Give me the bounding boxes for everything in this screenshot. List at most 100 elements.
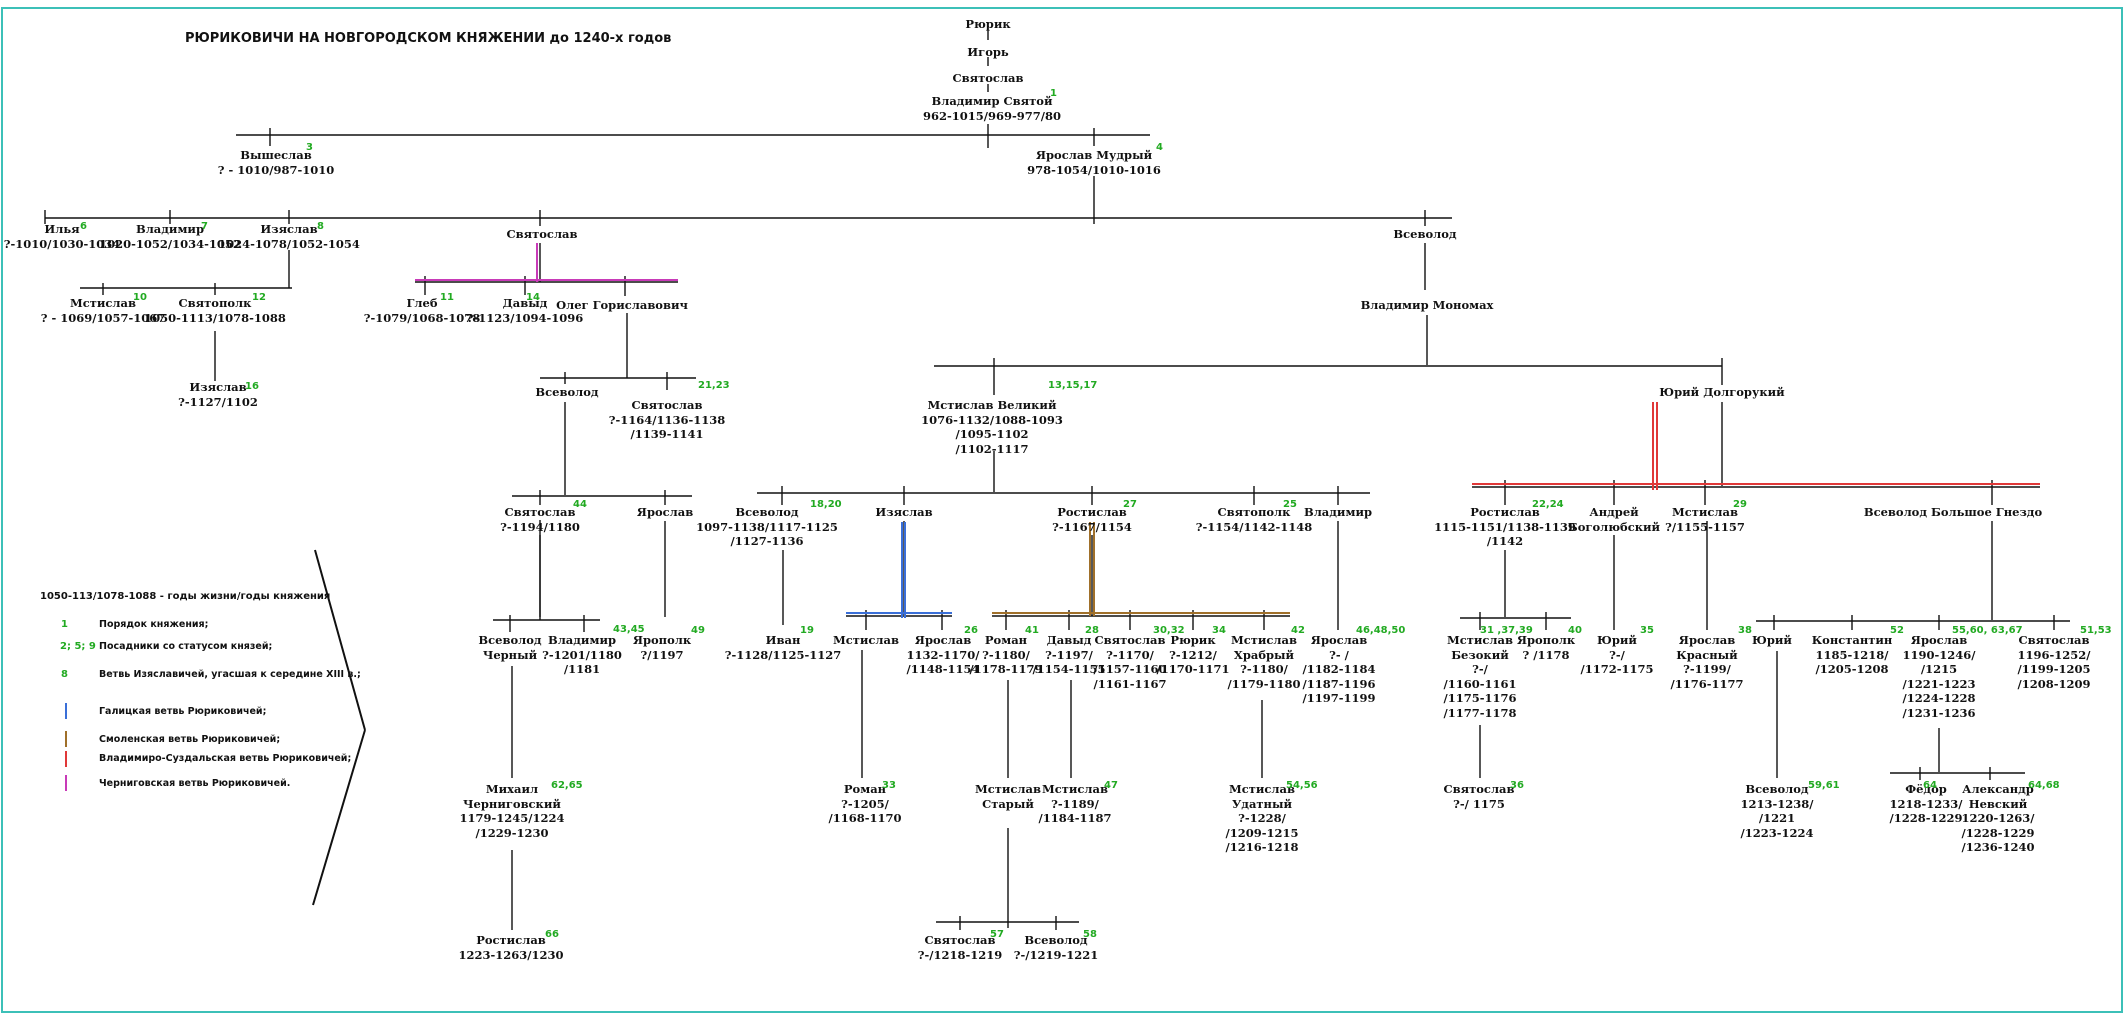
- person-name: Мстислав Великий: [927, 398, 1057, 412]
- person-name: Мстислав: [1229, 782, 1295, 796]
- person-vsevolod-ol: Всеволод: [535, 385, 598, 400]
- person-name: Давыд: [1046, 633, 1092, 647]
- person-name: Владимир Мономах: [1360, 298, 1494, 312]
- person-yury-dolgoruky: Юрий Долгорукий: [1659, 385, 1784, 400]
- person-dates: /1228-1229: [1889, 811, 1963, 825]
- person-dates: 1220-1263/: [1961, 811, 2035, 825]
- person-monomakh: Владимир Мономах: [1361, 298, 1494, 313]
- person-name: Ярослав: [1678, 633, 1736, 647]
- order-note: 18,20: [810, 499, 842, 510]
- person-name: Владимир Святой: [931, 94, 1053, 108]
- person-name: Александр: [1962, 782, 2034, 796]
- person-name: Иван: [765, 633, 801, 647]
- legend-label-vladimir-suzdal: Владимиро-Суздальская ветвь Рюриковичей;: [99, 753, 352, 764]
- person-dates: ?-1128/1125-1127: [724, 647, 842, 662]
- person-name: Ярослав: [1310, 633, 1368, 647]
- person-name: Мстислав: [833, 633, 899, 647]
- person-vsevolod-st: Всеволод?-/1219-1221: [1014, 933, 1099, 962]
- person-dates: ?-/: [1472, 662, 1488, 676]
- person-dates: /1178-1179: [969, 662, 1043, 676]
- person-dates: ?-1164/1136-1138: [608, 412, 726, 427]
- order-note: 25: [1283, 499, 1297, 510]
- legend-bracket: [314, 549, 366, 731]
- person-name: Ростислав: [476, 933, 546, 947]
- person-name: Глеб: [406, 296, 438, 310]
- person-name: Мстислав: [1447, 633, 1513, 647]
- person-dates: Черниговский: [463, 796, 561, 811]
- order-note: 59,61: [1808, 780, 1840, 791]
- order-note: 13,15,17: [1048, 380, 1098, 391]
- order-note: 14: [526, 292, 540, 303]
- person-name: Ростислав: [1470, 505, 1540, 519]
- person-name: Михаил: [485, 782, 539, 796]
- legend-bracket: [312, 729, 366, 906]
- order-note: 7: [201, 221, 208, 232]
- order-note: 62,65: [551, 780, 583, 791]
- person-dates: ?-1180/: [982, 647, 1030, 662]
- person-yaroslav-vl: Ярослав?- //1182-1184/1187-1196/1197-119…: [1303, 633, 1376, 706]
- person-dates: ?-1180/: [1240, 662, 1288, 676]
- person-dates: /1199-1205: [2017, 662, 2091, 676]
- person-dates: ? - 1069/1057-1067: [40, 310, 166, 325]
- person-name: Ярослав: [1910, 633, 1968, 647]
- person-svyatoslav-vs: Святослав?-1194/1180: [500, 505, 580, 534]
- person-dates: /1157-1160: [1093, 662, 1167, 676]
- person-dates: Безокий: [1451, 647, 1509, 662]
- person-dates: 1020-1052/1034-1052: [99, 236, 241, 251]
- person-dates: /1221-1223: [1902, 676, 1976, 691]
- person-name: Вышеслав: [240, 148, 312, 162]
- order-note: 1: [1050, 88, 1057, 99]
- person-name: Всеволод: [1393, 227, 1457, 241]
- order-note: 10: [133, 292, 147, 303]
- person-name: Ярослав: [636, 505, 694, 519]
- person-name: Изяслав: [875, 505, 933, 519]
- person-vsevolod-y: Всеволод: [1393, 227, 1456, 242]
- legend-label-galician: Галицкая ветвь Рюриковичей;: [99, 706, 267, 717]
- order-note: 58: [1083, 929, 1097, 940]
- legend-header: 1050-113/1078-1088 - годы жизни/годы кня…: [40, 591, 331, 602]
- person-dates: ?-1201/1180: [542, 647, 622, 662]
- person-ryurik: Рюрик: [965, 17, 1010, 32]
- person-dates: ?-1197/: [1045, 647, 1093, 662]
- person-svyatoslav-st: Святослав?-/1218-1219: [918, 933, 1003, 962]
- person-name: Олег Гориславович: [556, 298, 688, 312]
- person-name: Фёдор: [1905, 782, 1947, 796]
- person-dates: Старый: [982, 796, 1034, 811]
- person-name: Святослав: [506, 227, 578, 241]
- person-dates: ?-1010/1030-1034: [3, 236, 121, 251]
- order-note: 57: [990, 929, 1004, 940]
- order-note: 3: [306, 142, 313, 153]
- person-izyaslav-ms: Изяслав: [875, 505, 932, 520]
- person-dates: /1215: [1920, 662, 1958, 676]
- order-note: 4: [1156, 142, 1163, 153]
- person-dates: ?-1194/1180: [500, 519, 580, 534]
- person-name: Рюрик: [965, 17, 1011, 31]
- order-note: 31 ,37,39: [1480, 625, 1533, 636]
- person-roman-r: Роман?-1180//1178-1179: [970, 633, 1043, 677]
- order-note: 26: [964, 625, 978, 636]
- legend-label-chernigov: Черниговская ветвь Рюриковичей.: [99, 778, 291, 789]
- person-name: Святослав: [924, 933, 996, 947]
- person-name: Мстислав: [1672, 505, 1738, 519]
- person-name: Юрий: [1752, 633, 1792, 647]
- person-name: Святослав: [631, 398, 703, 412]
- order-note: 8: [317, 221, 324, 232]
- person-name: Святополк: [1217, 505, 1291, 519]
- person-dates: ?-/1219-1221: [1013, 947, 1099, 962]
- order-note: 46,48,50: [1356, 625, 1406, 636]
- order-note: 22,24: [1532, 499, 1564, 510]
- person-name: Мстислав: [1042, 782, 1108, 796]
- legend-label-smolensk: Смоленская ветвь Рюриковичей;: [99, 734, 281, 745]
- person-dates: 1213-1238/: [1740, 796, 1814, 811]
- order-note: 6: [80, 221, 87, 232]
- person-dates: /1205-1208: [1815, 662, 1889, 676]
